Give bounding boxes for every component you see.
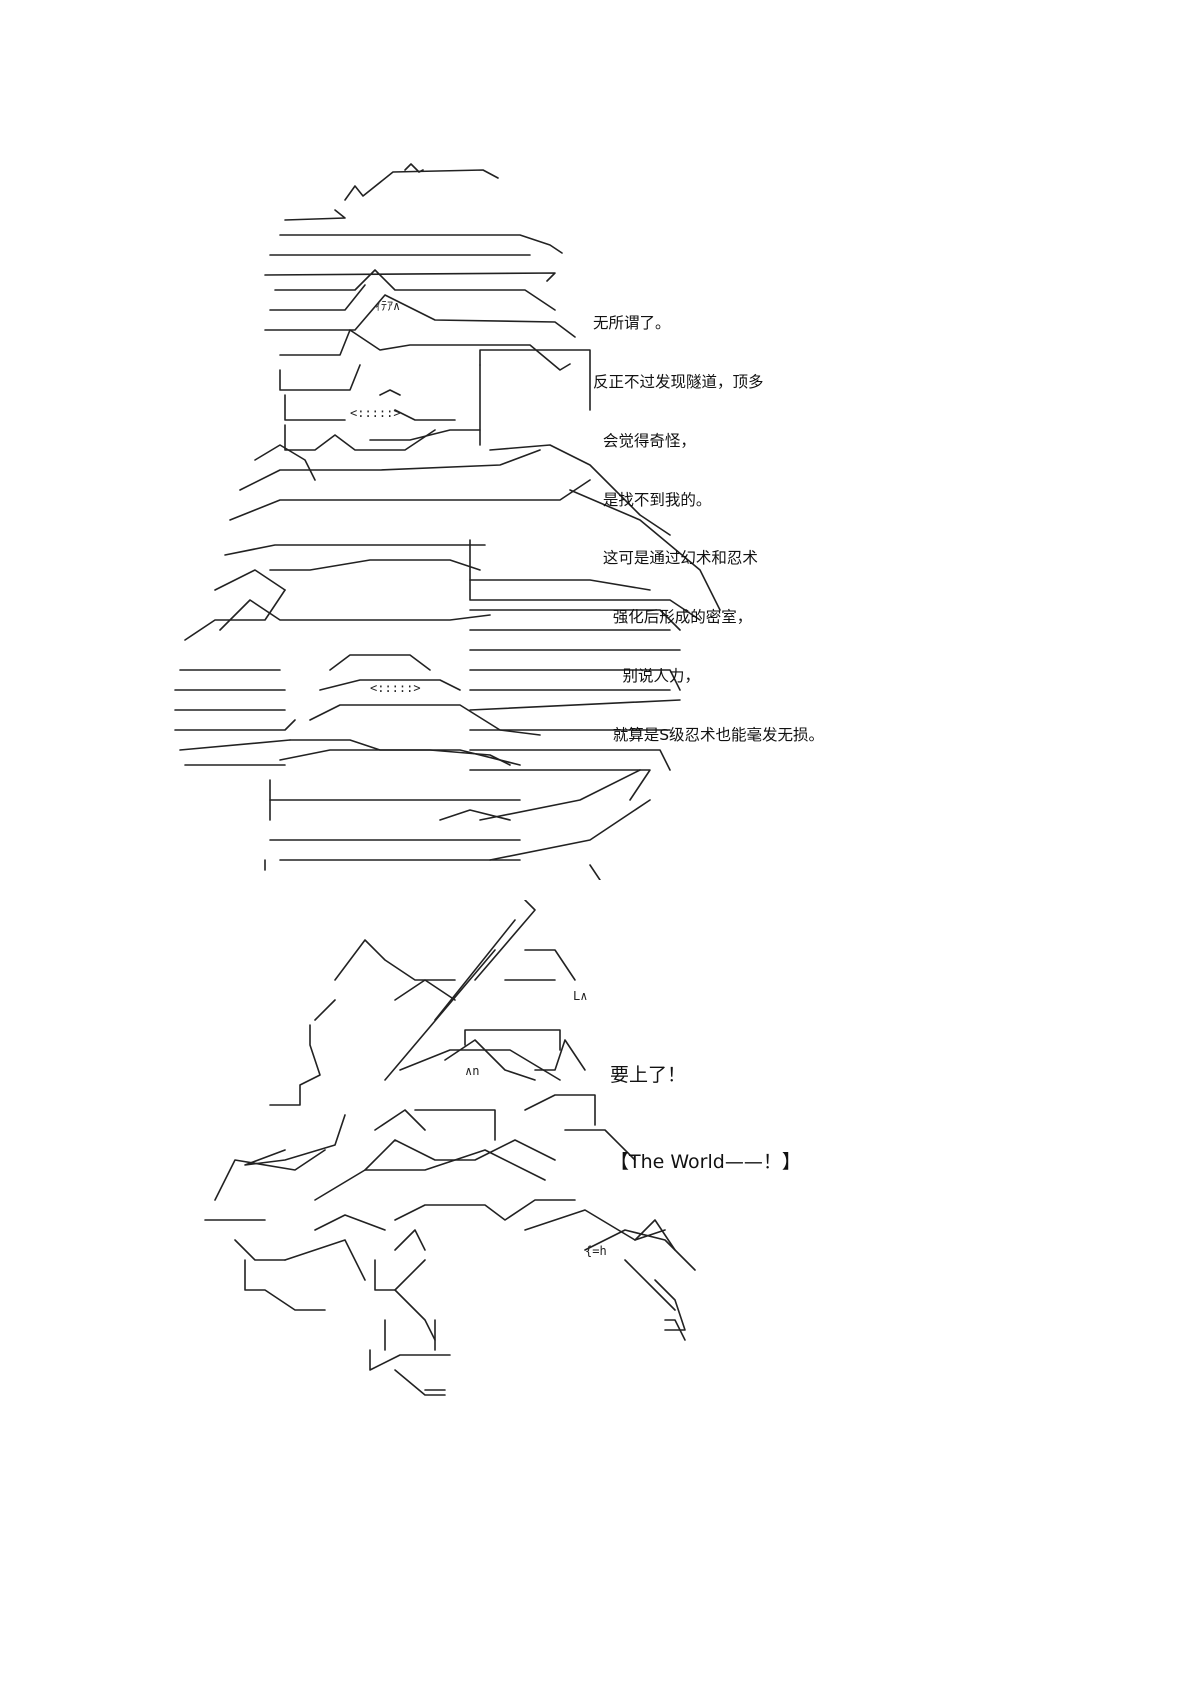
speech-line: 强化后形成的密室，: [593, 608, 753, 627]
speech-line: 会觉得奇怪，: [593, 431, 696, 450]
speech-line: 别说人力，: [593, 666, 701, 685]
speech-line: 无所谓了。: [593, 314, 671, 333]
svg-text:<:::::>: <:::::>: [370, 681, 421, 695]
speech-line: 这可是通过幻术和忍术: [593, 549, 758, 568]
ascii-art-figure-seated-icon: ｨﾃｱ∧ <:::::> <:::::>: [174, 163, 721, 880]
svg-text:{=h: {=h: [585, 1244, 607, 1258]
speech-text-block: 要上了！ 【The World——！】: [610, 1003, 801, 1235]
svg-text:∧n: ∧n: [465, 1064, 479, 1078]
speech-line: 是找不到我的。: [593, 490, 712, 509]
speech-line: 要上了！: [610, 1064, 687, 1086]
svg-text:ｨﾃｱ∧: ｨﾃｱ∧: [375, 299, 400, 313]
speech-line: 反正不过发现隧道，顶多: [593, 372, 764, 391]
speech-text-block: 无所谓了。 反正不过发现隧道，顶多 会觉得奇怪， 是找不到我的。 这可是通过幻术…: [593, 275, 824, 784]
speech-line: 就算是S级忍术也能毫发无损。: [593, 725, 825, 744]
svg-text:L∧: L∧: [573, 989, 587, 1003]
ascii-art-figure-action-icon: L∧ ∧n {=h: [204, 900, 696, 1396]
speech-line: 【The World——！】: [610, 1151, 801, 1173]
svg-text:<:::::>: <:::::>: [350, 406, 401, 420]
